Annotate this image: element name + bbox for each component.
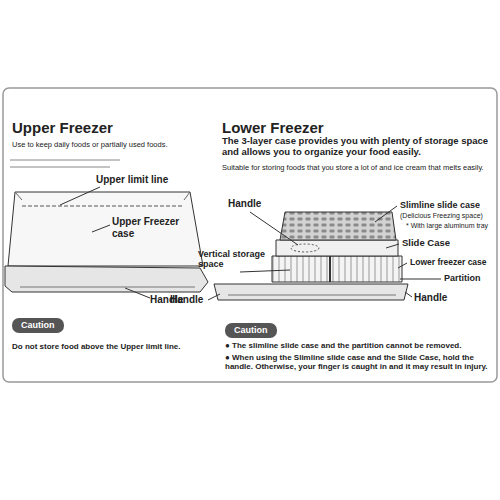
caution-badge: Caution — [12, 318, 64, 333]
section-note: Use to keep daily foods or partially use… — [12, 141, 212, 150]
upper-freezer-drawer — [5, 160, 208, 298]
panel-frame — [3, 88, 497, 382]
caution-text: ● When using the Slimline slide case and… — [225, 353, 493, 371]
part-label: Handle — [414, 292, 447, 304]
part-label: Handle — [228, 198, 261, 210]
section-heading: Upper Freezer — [12, 119, 113, 136]
part-label: Slide Case — [402, 238, 450, 249]
caution-text: ● The slimline slide case and the partit… — [225, 341, 493, 350]
part-label: Slimline slide case — [400, 200, 480, 210]
part-note: * With large aluminum tray — [406, 222, 488, 230]
section-description: The 3-layer case provides you with plent… — [222, 136, 494, 158]
caution-badge: Caution — [225, 323, 277, 338]
part-note: (Delicious Freezing space) — [400, 212, 483, 220]
section-note: Suitable for storing foods that you stor… — [222, 164, 494, 173]
part-label: Handle — [170, 294, 203, 306]
part-label: Upper Freezer case — [112, 216, 184, 239]
badge-text: Caution — [21, 320, 55, 331]
badge-text: Caution — [234, 325, 268, 336]
section-heading: Lower Freezer — [222, 119, 324, 136]
part-label: Upper limit line — [96, 174, 168, 186]
part-label: Vertical storage space — [198, 249, 270, 270]
part-label: Lower freezer case — [410, 258, 487, 268]
caution-text: Do not store food above the Upper limit … — [12, 342, 222, 351]
part-label: Partition — [444, 273, 481, 283]
